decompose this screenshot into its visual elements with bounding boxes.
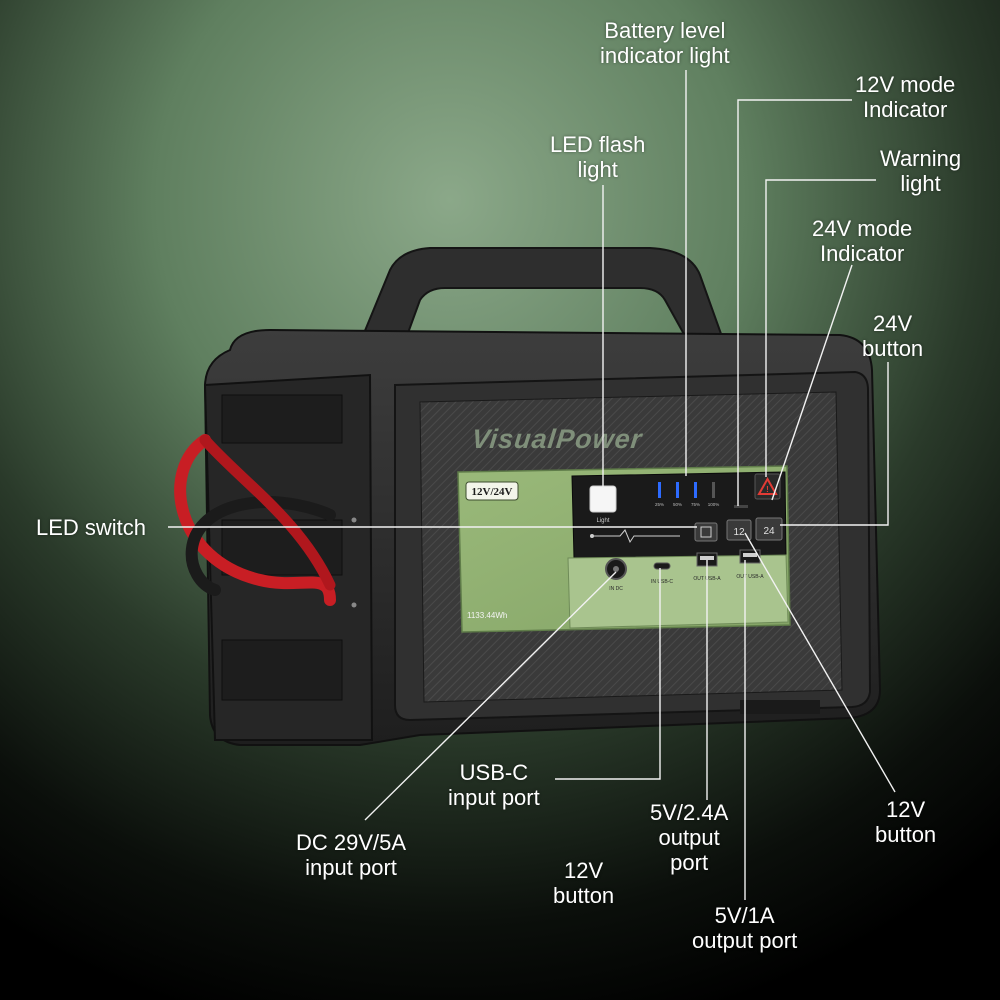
callout-usbc-input-line2: input port bbox=[448, 785, 540, 810]
warning-icon bbox=[757, 476, 778, 495]
callout-24v-button-line1: 24V bbox=[873, 311, 913, 336]
leader-dc-input bbox=[364, 571, 617, 821]
12v-button-label: 12 bbox=[733, 527, 745, 538]
usbc-port-label: IN USB-C bbox=[651, 579, 673, 585]
callout-12v-bottom-line1: 12V bbox=[564, 858, 604, 883]
usba2-port-label: OUT USB-A bbox=[736, 574, 764, 580]
usb-c-input-port[interactable] bbox=[653, 562, 671, 570]
callout-5v1-line1: 5V/1A bbox=[714, 903, 775, 928]
led-flash-light bbox=[589, 485, 617, 513]
callout-dc-input-line1: DC 29V/5A bbox=[296, 830, 407, 855]
12v-button[interactable] bbox=[726, 519, 752, 541]
battery-segment bbox=[694, 482, 697, 498]
mode-badge-text: 12V/24V bbox=[472, 486, 513, 498]
control-panel: 12V/24V 1133.44Wh Light 25% 50% 75% 100% 12… bbox=[457, 465, 791, 633]
callout-12v-right-line2: button bbox=[875, 822, 937, 847]
callout-warning-line1: Warning bbox=[880, 146, 962, 171]
callout-led-switch-line1: LED switch bbox=[36, 515, 147, 540]
callout-24v-mode-line2: Indicator bbox=[819, 241, 905, 266]
leader-usbc-input bbox=[555, 568, 661, 780]
callout-12v-mode-line2: Indicator bbox=[862, 97, 948, 122]
callout-24v-button-line2: button bbox=[862, 336, 924, 361]
battery-segment bbox=[712, 482, 715, 498]
capacity-label: 1133.44Wh bbox=[467, 611, 507, 620]
callout-12v-button-right: 12V button bbox=[875, 797, 936, 847]
light-label: Light bbox=[596, 518, 609, 524]
callout-led-flash-line2: light bbox=[577, 157, 618, 182]
callout-dc-input: DC 29V/5A input port bbox=[296, 830, 406, 880]
callout-24v-mode-line1: 24V mode bbox=[812, 216, 913, 241]
callout-battery-level-line2: indicator light bbox=[600, 43, 730, 68]
callout-dc-input-line2: input port bbox=[305, 855, 397, 880]
callout-warning-line2: light bbox=[900, 171, 941, 196]
callout-led-switch: LED switch bbox=[36, 515, 146, 540]
callout-led-flash-line1: LED flash bbox=[550, 132, 646, 157]
battery-segment-label: 75% bbox=[691, 502, 700, 507]
callout-24v-mode: 24V mode Indicator bbox=[812, 216, 912, 266]
callout-battery-level-line1: Battery level bbox=[604, 18, 726, 43]
callout-12v-bottom-line2: button bbox=[553, 883, 615, 908]
leader-warning bbox=[765, 179, 876, 477]
callout-5v1-output: 5V/1A output port bbox=[692, 903, 797, 953]
leader-12v-mode bbox=[737, 99, 852, 506]
brand-logo: VisualPower bbox=[470, 423, 644, 454]
callout-12v-mode-line1: 12V mode bbox=[855, 72, 956, 97]
cables bbox=[174, 434, 336, 606]
callout-5v24-line1: 5V/2.4A bbox=[650, 800, 729, 825]
leader-24v-button bbox=[780, 362, 889, 526]
24v-button[interactable] bbox=[755, 517, 783, 541]
leader-24v-mode bbox=[771, 264, 853, 501]
callout-usbc-input-line1: USB-C bbox=[459, 760, 529, 785]
battery-segment bbox=[658, 482, 661, 498]
battery-segment-label: 50% bbox=[673, 502, 682, 507]
callout-led-flash: LED flash light bbox=[550, 132, 645, 182]
battery-level-indicator: 25% 50% 75% 100% bbox=[655, 482, 719, 507]
callout-5v24-line2: output bbox=[658, 825, 720, 850]
12v-mode-indicator bbox=[734, 505, 748, 508]
callout-24v-button: 24V button bbox=[862, 311, 923, 361]
dc-port-label: IN DC bbox=[609, 586, 623, 592]
leader-lines bbox=[168, 70, 896, 900]
leader-12v-right bbox=[744, 532, 896, 793]
callout-12v-mode: 12V mode Indicator bbox=[855, 72, 955, 122]
svg-text:!: ! bbox=[766, 485, 769, 494]
callout-5v24-line3: port bbox=[670, 850, 709, 875]
callout-5v24-output: 5V/2.4A output port bbox=[650, 800, 728, 875]
callout-5v1-line2: output port bbox=[692, 928, 798, 953]
battery-segment-label: 100% bbox=[708, 502, 720, 507]
callout-battery-level: Battery level indicator light bbox=[600, 18, 730, 68]
24v-button-label: 24 bbox=[763, 526, 775, 537]
callout-warning: Warning light bbox=[880, 146, 961, 196]
led-switch[interactable] bbox=[694, 522, 718, 542]
battery-segment bbox=[676, 482, 679, 498]
callout-12v-button-bottom: 12V button bbox=[553, 858, 614, 908]
callout-12v-right-line1: 12V bbox=[886, 797, 926, 822]
battery-segment-label: 25% bbox=[655, 502, 664, 507]
mode-badge bbox=[465, 481, 519, 501]
callout-usbc-input: USB-C input port bbox=[448, 760, 540, 810]
